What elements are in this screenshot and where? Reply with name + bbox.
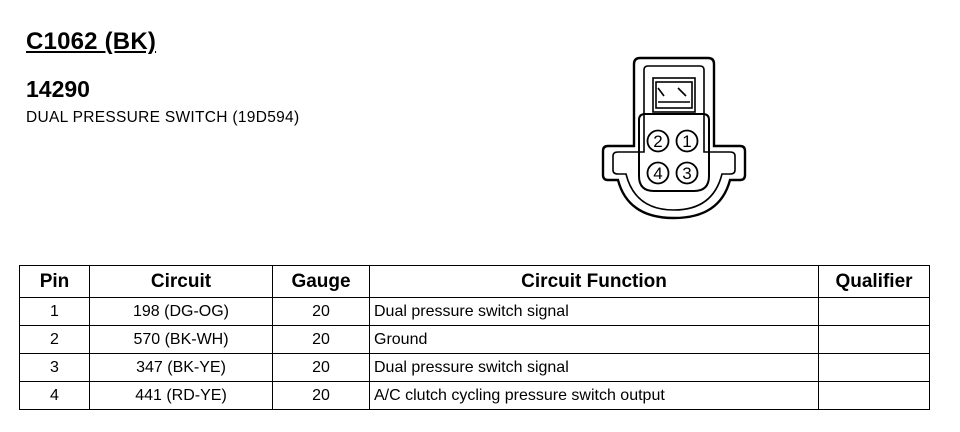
table-row: 1 198 (DG-OG) 20 Dual pressure switch si… [19, 297, 930, 326]
column-header-pin: Pin [19, 265, 90, 298]
function-cell: Ground [369, 325, 819, 354]
column-header-gauge: Gauge [272, 265, 370, 298]
pin-cell: 1 [19, 297, 90, 326]
gauge-cell: 20 [272, 353, 370, 382]
pin-cell: 2 [19, 325, 90, 354]
table-row: 2 570 (BK-WH) 20 Ground [19, 325, 930, 354]
pin-cavity-label: 3 [682, 164, 691, 183]
pin-cell: 3 [19, 353, 90, 382]
pin-cavity-label: 2 [653, 132, 662, 151]
function-cell: Dual pressure switch signal [369, 297, 819, 326]
component-description: DUAL PRESSURE SWITCH (19D594) [26, 109, 300, 126]
circuit-cell: 198 (DG-OG) [89, 297, 273, 326]
gauge-cell: 20 [272, 381, 370, 410]
pin-cavity-3 [675, 161, 699, 185]
connector-id-title: C1062 (BK) [26, 28, 157, 55]
function-cell: A/C clutch cycling pressure switch outpu… [369, 381, 819, 410]
pin-cavity-label: 4 [653, 164, 662, 183]
pin-cell: 4 [19, 381, 90, 410]
column-header-circuit: Circuit [89, 265, 273, 298]
connector-inner-outline [612, 65, 736, 211]
function-cell: Dual pressure switch signal [369, 353, 819, 382]
qualifier-cell [818, 297, 930, 326]
connector-face-diagram: 2 1 4 3 [601, 56, 747, 220]
circuit-cell: 347 (BK-YE) [89, 353, 273, 382]
part-number: 14290 [26, 76, 90, 102]
table-header-row: Pin Circuit Gauge Circuit Function Quali… [19, 265, 930, 298]
gauge-cell: 20 [272, 297, 370, 326]
pin-face-frame [638, 113, 710, 192]
pin-assignment-table: Pin Circuit Gauge Circuit Function Quali… [19, 265, 930, 410]
qualifier-cell [818, 353, 930, 382]
pin-cavity-4 [646, 161, 670, 185]
qualifier-cell [818, 381, 930, 410]
circuit-cell: 570 (BK-WH) [89, 325, 273, 354]
table-row: 4 441 (RD-YE) 20 A/C clutch cycling pres… [19, 381, 930, 410]
pin-cavity-label: 1 [682, 132, 691, 151]
column-header-circuit-function: Circuit Function [369, 265, 819, 298]
qualifier-cell [818, 325, 930, 354]
gauge-cell: 20 [272, 325, 370, 354]
pin-cavity-1 [675, 129, 699, 153]
pin-cavity-2 [646, 129, 670, 153]
column-header-qualifier: Qualifier [818, 265, 930, 298]
connector-housing-outline [601, 56, 747, 220]
locking-tab [652, 77, 696, 113]
circuit-cell: 441 (RD-YE) [89, 381, 273, 410]
table-row: 3 347 (BK-YE) 20 Dual pressure switch si… [19, 353, 930, 382]
